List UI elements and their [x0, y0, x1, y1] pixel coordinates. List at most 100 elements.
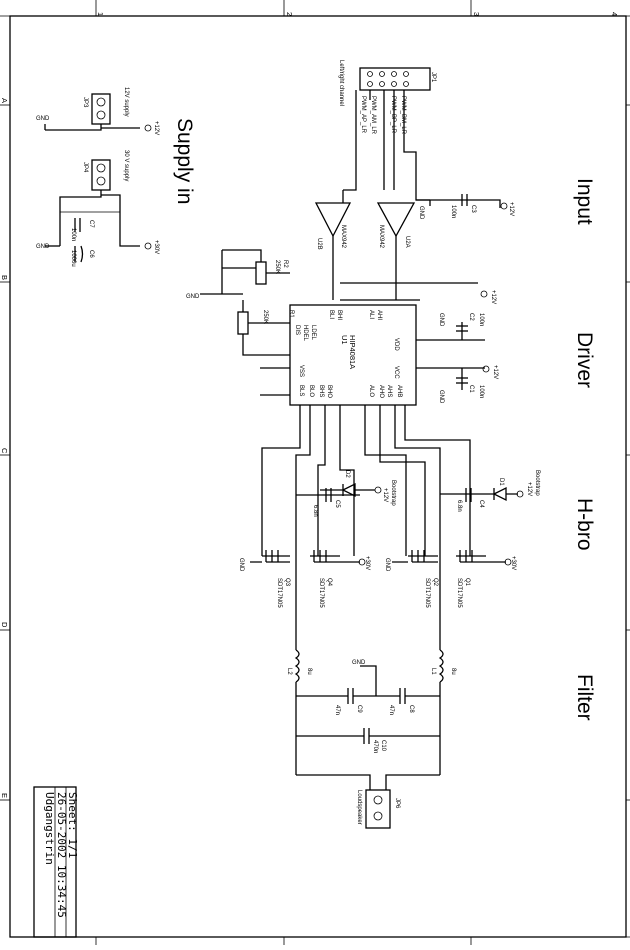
- c1-label: C1: [468, 385, 474, 393]
- c3-label: C3: [470, 205, 476, 213]
- l1-inductor: L1 8u: [430, 649, 456, 775]
- l1-label: L1: [430, 668, 436, 675]
- c3-value: 100n: [450, 205, 456, 218]
- net-30v-q1: +30V: [510, 556, 516, 570]
- gnd-label-6: GND: [186, 294, 200, 300]
- u1-pin-dis: DIS: [294, 325, 300, 335]
- jp1-pin-1: PWM_AP_LR: [360, 96, 366, 134]
- jp1-pin-3: PWM_BP_LR: [390, 96, 396, 134]
- net-30v-supply: +30V: [153, 240, 159, 254]
- u1-pin-bhi: BHI: [336, 310, 342, 320]
- jp1-label: JP1: [430, 72, 436, 83]
- frame-row-b: B: [0, 275, 9, 280]
- u2a-part: MAX942: [378, 225, 384, 249]
- frame-col-3: 3: [472, 12, 481, 16]
- net-12v-d1: +12V: [526, 482, 532, 496]
- l1-value: 8u: [450, 668, 456, 675]
- c5-value: 6.8n: [312, 505, 318, 517]
- c9-label: C9: [356, 705, 362, 713]
- r1-value: 250K: [262, 310, 268, 324]
- frame-col-1: 1: [96, 12, 105, 16]
- c6-label: C6: [88, 250, 94, 258]
- c6-value: 1000u: [70, 250, 76, 267]
- c9-value: 47n: [334, 705, 340, 715]
- q3-part: SDT17N05: [276, 578, 282, 608]
- u1-pin-aho: AHO: [378, 385, 384, 398]
- jp3-label: JP3: [82, 97, 88, 108]
- frame-row-d: D: [0, 622, 9, 628]
- q2-label: Q2: [432, 578, 438, 587]
- jp6-label: JP6: [394, 798, 400, 809]
- u1-pin-alo: ALO: [368, 385, 374, 397]
- q3-mosfet: Q3 SDT17N05: [262, 550, 290, 608]
- title-block: Udgangstrin 26-05-2002 10:34:45 Sheet: 1…: [33, 786, 79, 938]
- d2-label: D2: [344, 470, 350, 478]
- u1-pin-ahb: AHB: [396, 385, 402, 397]
- section-input: Input: [573, 178, 596, 225]
- jp4-desc: 30 V supply: [123, 150, 129, 181]
- jp1-connector: JP1 Left/right channel PWM_AP_LR PWM_AM_…: [338, 60, 436, 135]
- jp3-connector: JP3 12V supply: [82, 87, 129, 125]
- gnd-label-4: GND: [438, 313, 444, 327]
- d1-label: D1: [498, 478, 504, 486]
- c8-label: C8: [408, 705, 414, 713]
- c4-value: 6.8n: [456, 500, 462, 512]
- title-sheet: Sheet: 1/1: [66, 792, 79, 858]
- q2-part: SDT17N05: [424, 578, 430, 608]
- r1-label: R1: [288, 310, 294, 318]
- gnd-label-8: GND: [384, 558, 390, 572]
- u1-pin-vss: VSS: [298, 365, 304, 377]
- net-12v-supply: +12V: [153, 121, 159, 135]
- d2-bootstrap-label: Bootstrap: [390, 480, 396, 506]
- frame-row-e: E: [0, 793, 9, 798]
- u1-pin-bhs: BHS: [318, 385, 324, 397]
- d1-bootstrap: D1 Bootstrap +12V: [440, 470, 540, 502]
- q4-mosfet: Q4 SDT17N05: [310, 550, 340, 608]
- frame-row-c: C: [0, 448, 9, 454]
- c2-label: C2: [468, 313, 474, 321]
- frame-col-4: 4: [610, 12, 619, 16]
- c7-label: C7: [88, 220, 94, 228]
- q1-label: Q1: [464, 578, 470, 587]
- u2b-part: MAX942: [340, 225, 346, 249]
- r2-label: R2: [282, 260, 288, 268]
- gnd-label-5: GND: [438, 390, 444, 404]
- c7-value: 100n: [70, 228, 76, 241]
- d2-bootstrap: D2 Bootstrap +12V: [320, 470, 396, 506]
- q1-part: SDT17N05: [456, 578, 462, 608]
- u2b-label: U2B: [316, 238, 322, 250]
- title-name: Udgangstrin: [43, 792, 56, 865]
- u2b-comparator: U2B MAX942: [314, 190, 352, 300]
- q3-label: Q3: [284, 578, 290, 587]
- section-supply: Supply in: [173, 118, 196, 204]
- u1-part: HIP4081A: [348, 335, 357, 369]
- jp4-label: JP4: [82, 162, 88, 173]
- u1-pin-vdd: VDD: [393, 338, 399, 351]
- gnd-label-9: GND: [352, 660, 366, 666]
- c4-label: C4: [478, 500, 484, 508]
- c8-value: 47n: [388, 705, 394, 715]
- d1-bootstrap-label: Bootstrap: [534, 470, 540, 496]
- net-12v-input: +12V: [508, 202, 514, 216]
- u1-pin-ahs: AHS: [386, 385, 392, 397]
- u1-driver-ic: U1 HIP4081A DIS HDEL LDEL VSS BLS BLO BH…: [289, 304, 417, 406]
- section-hbro: H-bro: [573, 498, 596, 551]
- jp6-desc: Loudspeaker: [356, 790, 362, 825]
- u1-pin-blo: BLO: [308, 385, 314, 397]
- q1-mosfet: Q1 SDT17N05: [456, 550, 486, 608]
- u2a-label: U2A: [404, 236, 410, 248]
- l2-label: L2: [286, 668, 292, 675]
- jp1-desc: Left/right channel: [338, 60, 344, 106]
- q4-part: SDT17N05: [318, 578, 324, 608]
- r2-trimmer: R2 250K: [222, 249, 290, 285]
- c2-value: 100n: [478, 313, 484, 326]
- jp4-connector: JP4 30 V supply: [82, 150, 129, 191]
- gnd-label-1: GND: [36, 116, 50, 122]
- l2-value: 8u: [306, 668, 312, 675]
- q2-mosfet: Q2 SDT17N05: [408, 550, 438, 608]
- jp1-pin-2: PWM_AM_LR: [370, 96, 376, 135]
- c5-label: C5: [334, 500, 340, 508]
